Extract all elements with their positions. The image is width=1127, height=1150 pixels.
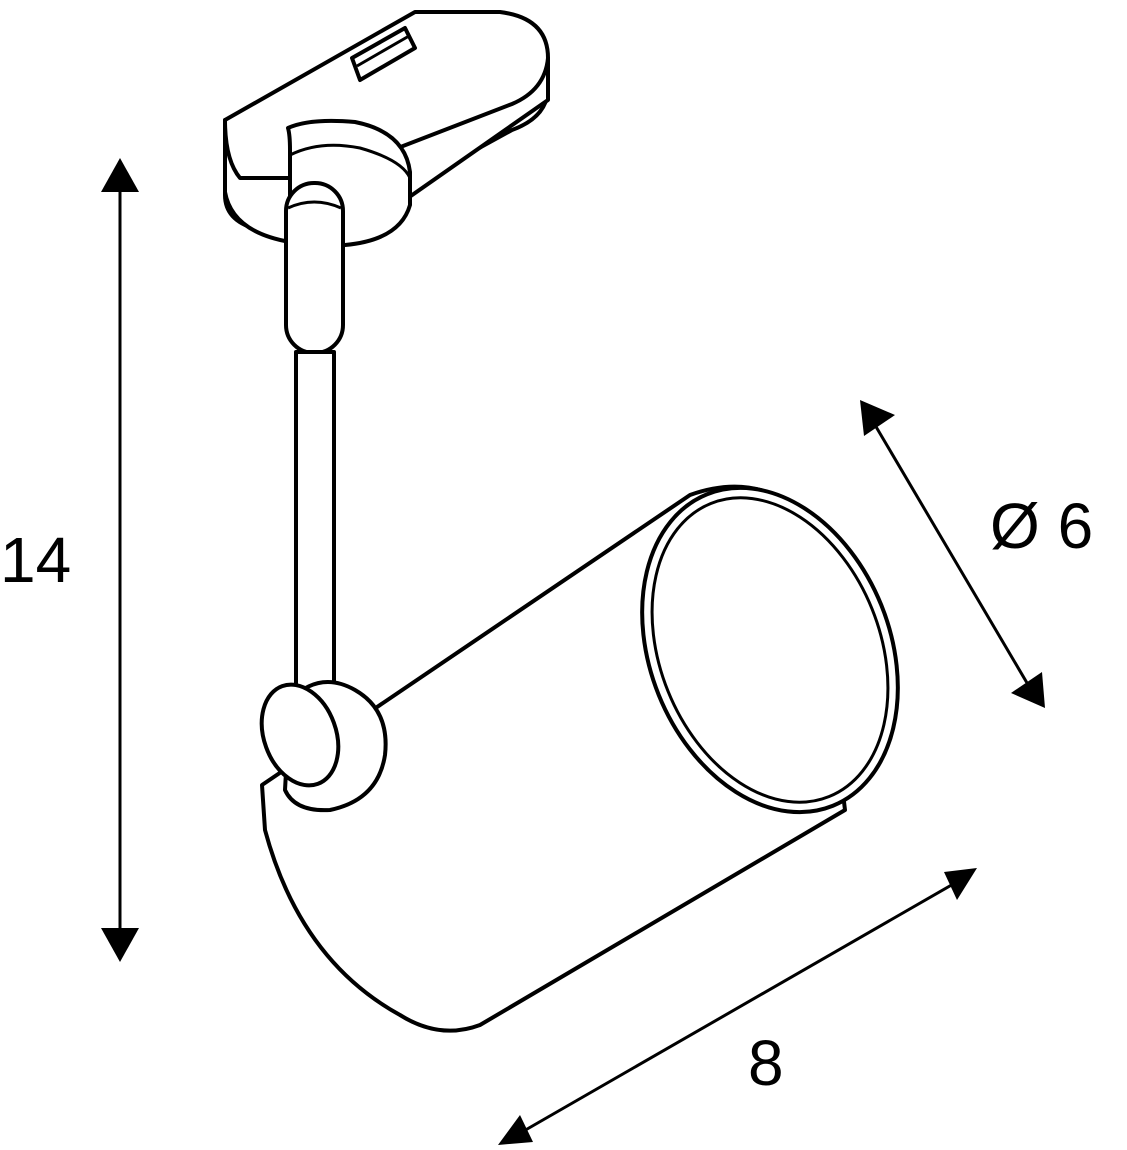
spot-front-rim <box>640 485 900 815</box>
length-label: 8 <box>748 1027 784 1099</box>
length-dimension: 8 <box>498 868 977 1145</box>
length-arrow-right <box>944 868 977 900</box>
length-dimension-line <box>521 881 956 1134</box>
diameter-label: Ø 6 <box>990 490 1093 562</box>
adapter-slot-inner <box>356 34 410 68</box>
track-adapter <box>223 10 550 247</box>
diameter-arrow-top <box>860 400 895 436</box>
length-arrow-left <box>498 1115 533 1145</box>
height-arrow-bottom <box>101 928 139 962</box>
diameter-dimension: Ø 6 <box>860 400 1093 708</box>
stem-rod <box>294 350 336 692</box>
spot-front-opening <box>650 496 890 804</box>
stem-sleeve-cap <box>287 200 342 210</box>
diameter-dimension-line <box>873 424 1032 689</box>
stem-upper-sleeve <box>284 181 345 355</box>
spot-head <box>259 484 900 1033</box>
hinge-knob-face <box>259 682 341 788</box>
height-dimension: 14 <box>0 158 139 962</box>
diameter-arrow-bottom <box>1011 672 1045 708</box>
height-label: 14 <box>0 524 71 596</box>
adapter-disc-edge <box>289 143 412 179</box>
height-arrow-top <box>101 158 139 192</box>
stem <box>284 181 345 692</box>
